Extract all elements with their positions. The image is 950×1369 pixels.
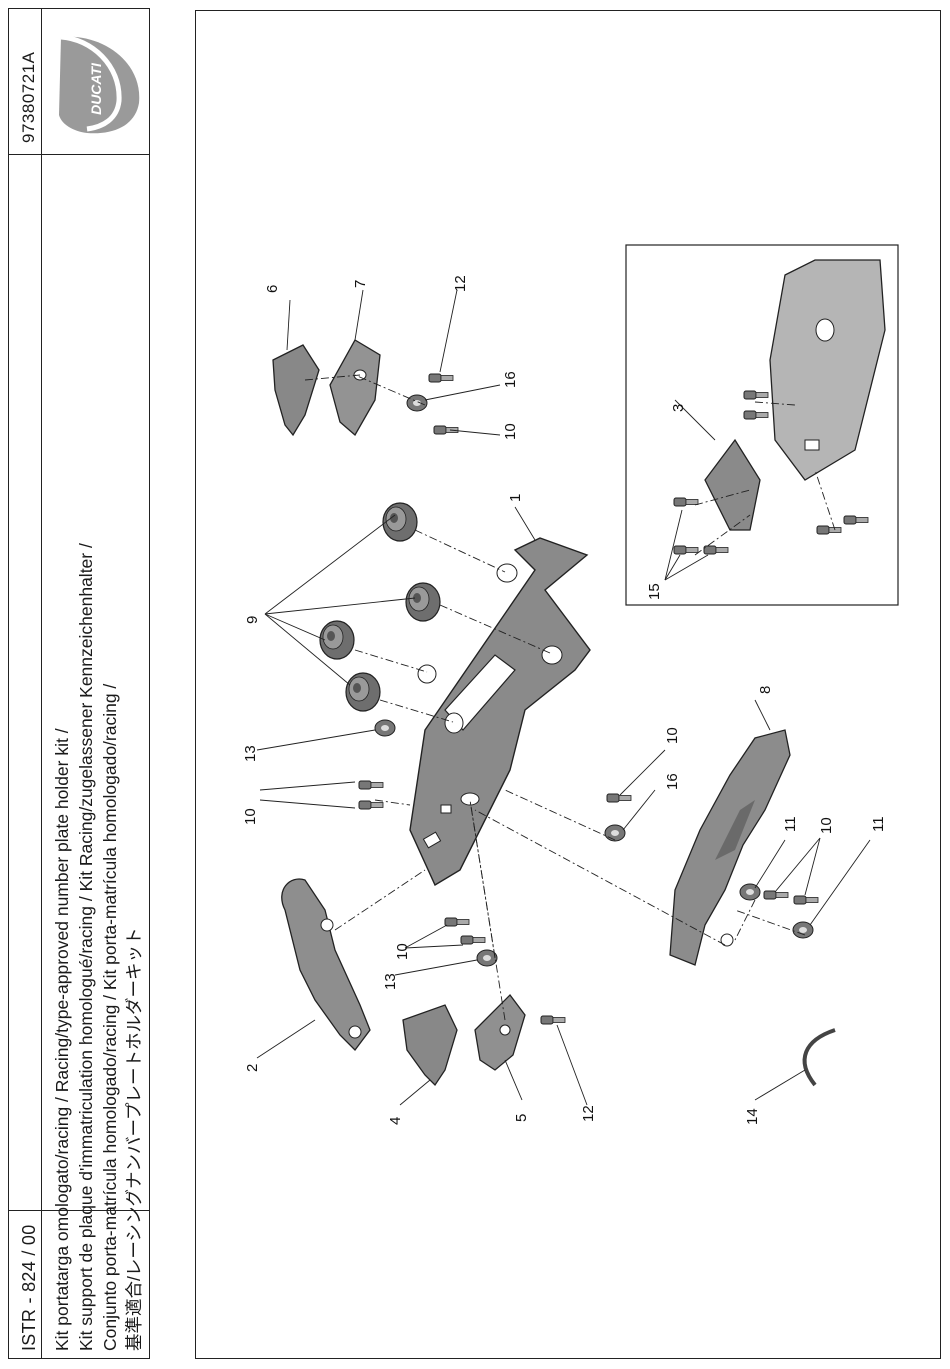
title-line-3: Conjunto porta-matrícula homologado/raci… <box>100 683 120 1351</box>
callout-7: 7 <box>352 280 369 288</box>
screw-10e <box>606 793 632 803</box>
callout-12b: 12 <box>580 1105 597 1122</box>
leader-lines <box>256 289 871 1106</box>
callout-10c: 10 <box>664 727 681 744</box>
title-line-4: 基準適合/レーシングナンバープレートホルダーキット <box>124 927 144 1351</box>
callout-3: 3 <box>670 404 687 412</box>
callout-6: 6 <box>264 285 281 293</box>
part-5-small-bracket <box>474 994 526 1071</box>
callout-12a: 12 <box>452 275 469 292</box>
washer-11a <box>739 883 761 901</box>
callout-8: 8 <box>757 686 774 694</box>
grommet-9d <box>345 672 381 712</box>
title-line-1: Kit portatarga omologato/racing / Racing… <box>52 728 72 1351</box>
screw-10d <box>460 935 486 945</box>
screw-inset-c <box>816 525 842 535</box>
grommet-9c <box>319 620 355 660</box>
screw-10f <box>763 890 789 900</box>
screw-12b <box>540 1015 566 1025</box>
screw-15a <box>673 497 699 507</box>
grommet-9b <box>405 582 441 622</box>
screw-15b <box>673 545 699 555</box>
title-strip: 97380721A DUCATI ISTR - 824 / 00 Kit por… <box>8 8 150 1359</box>
screw-10b <box>358 800 384 810</box>
washer-16b <box>604 824 626 842</box>
screw-15c <box>703 545 729 555</box>
screw-12a <box>428 373 454 383</box>
callout-10b: 10 <box>394 943 411 960</box>
screw-10a <box>358 780 384 790</box>
callout-10e: 10 <box>502 423 519 440</box>
callout-16b: 16 <box>664 773 681 790</box>
part-2-side-bracket <box>281 878 371 1051</box>
callout-4: 4 <box>387 1117 404 1125</box>
callout-11b: 11 <box>870 816 887 832</box>
grommet-9a <box>382 502 418 542</box>
screw-inset-a <box>743 390 769 400</box>
grommet-13a <box>374 719 396 737</box>
callout-14: 14 <box>744 1108 761 1125</box>
washer-16a <box>406 394 428 412</box>
part-1-main-bracket <box>409 537 591 887</box>
callout-13a: 13 <box>242 745 259 762</box>
part-3-inset-bracket <box>704 438 761 531</box>
screw-inset-b <box>743 410 769 420</box>
screw-inset-d <box>843 515 869 525</box>
callout-15: 15 <box>646 583 663 600</box>
part-7-bracket <box>329 339 381 437</box>
part-6-cover <box>272 344 320 437</box>
document-code: 97380721A <box>19 51 38 143</box>
assembly-lines <box>304 374 836 1021</box>
part-4-cover <box>402 1004 458 1087</box>
screw-10c <box>444 917 470 927</box>
callout-9: 9 <box>244 616 261 624</box>
svg-text:DUCATI: DUCATI <box>88 62 104 115</box>
callout-5: 5 <box>513 1114 530 1122</box>
part-14-cable-tie <box>802 1028 836 1087</box>
callout-1: 1 <box>507 494 524 502</box>
callout-13b: 13 <box>382 973 399 990</box>
callout-16a: 16 <box>502 371 519 388</box>
drawing-frame <box>195 10 941 1359</box>
detail-inset-box <box>625 244 899 606</box>
part-8-side-panel <box>669 729 791 966</box>
callout-11a: 11 <box>782 816 799 832</box>
callout-10d: 10 <box>818 817 835 834</box>
callout-2: 2 <box>244 1064 261 1072</box>
callout-10a: 10 <box>242 808 259 825</box>
exploded-diagram: 1 2 3 4 5 6 7 8 9 10 10 10 10 10 11 11 1… <box>242 244 899 1125</box>
inset-frame-part <box>769 259 886 481</box>
title-line-2: Kit support de plaque d'immatriculation … <box>76 543 96 1351</box>
screw-10g <box>793 895 819 905</box>
ducati-logo-icon: DUCATI <box>59 34 140 134</box>
istr-code: ISTR - 824 / 00 <box>19 1224 39 1351</box>
